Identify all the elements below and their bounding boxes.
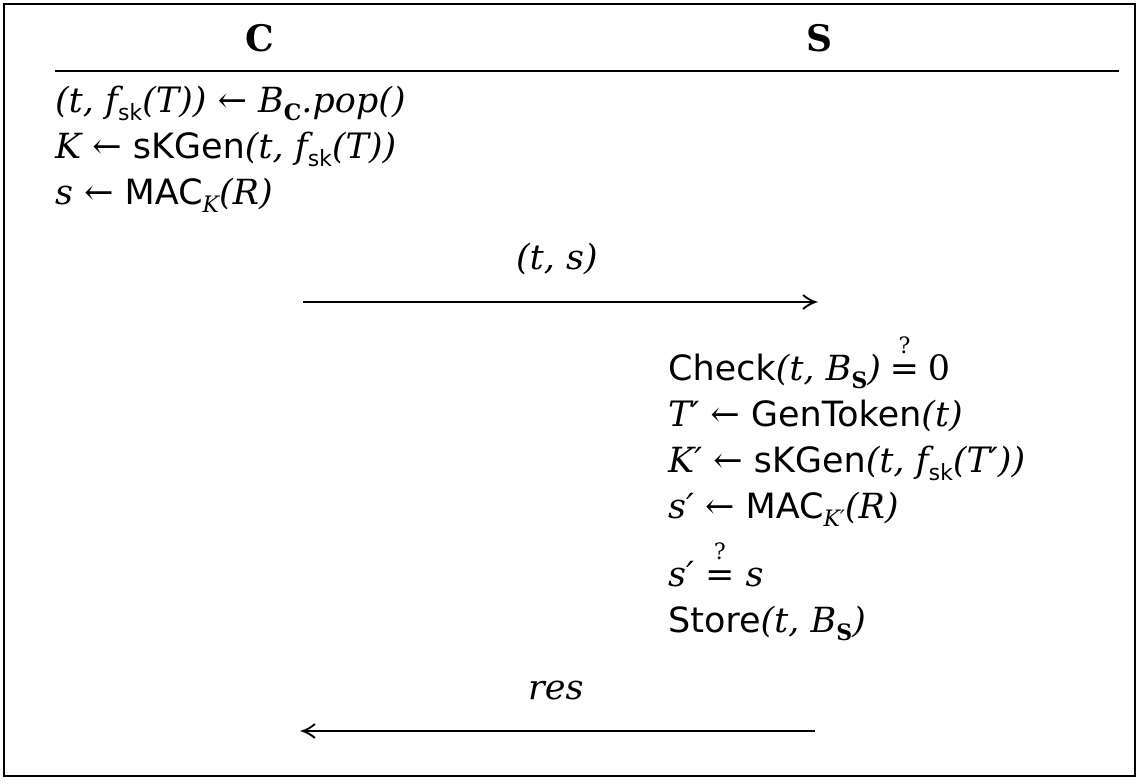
server-step-check: Check(t, BS) ?= 0: [668, 334, 951, 394]
server-step-mac: s′ ← MACK′(R): [668, 487, 899, 532]
server-step-verify: s′ ?= s: [668, 540, 764, 595]
server-step-store: Store(t, BS): [668, 601, 866, 646]
server-step-skgen: K′ ← sKGen(t, fsk(T′)): [668, 441, 1026, 486]
client-step-skgen: K ← sKGen(t, fsk(T)): [55, 127, 397, 172]
message-label-response: res: [528, 668, 584, 708]
diagram-frame: [3, 3, 1136, 777]
message-label-request: (t, s): [516, 238, 598, 278]
server-step-gentoken: T′ ← GenToken(t): [668, 395, 963, 435]
server-header: S: [806, 18, 832, 60]
client-header: C: [245, 18, 274, 60]
header-rule: [55, 70, 1119, 72]
client-step-pop: (t, fsk(T)) ← BC.pop(): [55, 81, 406, 126]
client-step-mac: s ← MACK(R): [55, 173, 273, 218]
